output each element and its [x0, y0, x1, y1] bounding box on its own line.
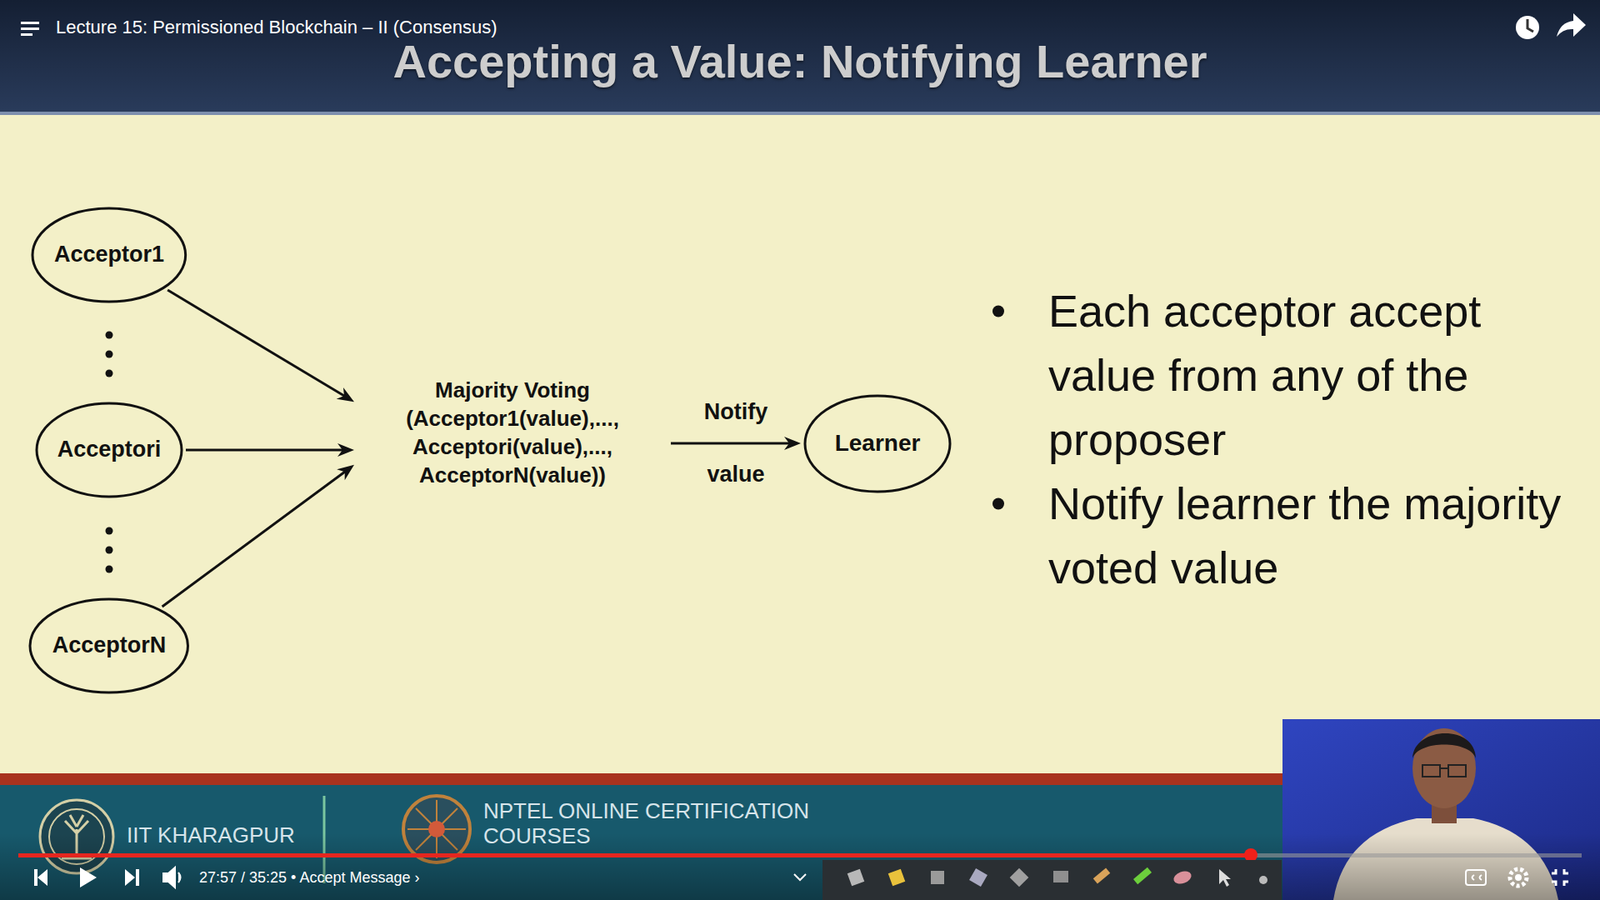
ellipse-outline: [32, 208, 186, 302]
tool-icon: [1219, 869, 1231, 887]
next-icon: [125, 869, 140, 886]
connector-arrow: [185, 443, 355, 457]
ellipsis-dot: [105, 527, 114, 535]
clock-icon: [1515, 15, 1540, 40]
playback-time: 27:57 / 35:25 • Accept Message ›: [199, 868, 420, 887]
tool-icon: [1133, 867, 1152, 885]
ellipsis-dot: [105, 546, 114, 555]
ellipse-outline: [36, 403, 182, 497]
logo-text: IIT KHARAGPUR: [126, 820, 295, 850]
captions-icon: [1465, 870, 1486, 885]
node-text: Acceptor1: [54, 240, 165, 270]
settings-icon: [1515, 874, 1522, 881]
connector-arrow: [167, 290, 355, 402]
ellipse-node: AcceptorN: [28, 597, 190, 695]
menu-icon: [20, 27, 40, 30]
slide-ground: [0, 115, 1600, 774]
previous-icon: [34, 869, 48, 886]
tool-icon: [888, 869, 906, 887]
tool-icon: [930, 870, 945, 885]
bullet-text: Each acceptor accept value from any of t…: [1048, 279, 1565, 472]
ellipse-node: Acceptor1: [30, 206, 188, 304]
presenter-head: [1412, 728, 1476, 809]
ellipse-node: Acceptori: [35, 401, 184, 499]
connector-line: [670, 442, 791, 445]
bullet-dots: [992, 305, 1005, 510]
node-text: AcceptorN: [52, 630, 167, 660]
progress-handle: [1244, 848, 1258, 862]
tool-icon: [1093, 868, 1110, 885]
progress-track: [18, 853, 1582, 858]
node-text: Acceptori: [57, 435, 162, 465]
tool-icon: [1259, 875, 1268, 885]
title-bar-rule: [0, 111, 1600, 115]
ellipse-outline: [30, 599, 188, 693]
bullet-dot: [992, 305, 1005, 318]
tool-icon: [1010, 868, 1030, 888]
menu-icon: [20, 21, 40, 25]
annotation-toolbar: [822, 860, 1282, 900]
ellipse-outline: [805, 395, 950, 492]
ellipsis-dot: [105, 350, 114, 359]
tool-icon: [969, 868, 988, 887]
slide-title: Accepting a Value: Notifying Learner: [0, 32, 1600, 91]
ellipse-node: Learner: [803, 394, 952, 494]
ellipsis-dot: [105, 370, 114, 378]
arrow-head: [784, 436, 801, 450]
fullscreen-exit-icon: [1551, 869, 1569, 886]
play-icon: [80, 867, 97, 888]
node-text: Majority Voting (Acceptor1(value),..., A…: [362, 376, 663, 490]
connector-line: [185, 449, 345, 452]
connector-arrow: [670, 436, 801, 450]
connector-line: [162, 470, 347, 607]
bullet-text: Notify learner the majority voted value: [1048, 471, 1565, 600]
video-title: Lecture 15: Permissioned Blockchain – II…: [55, 16, 497, 39]
tool-icon: [847, 869, 865, 887]
title-bar: [0, 0, 1600, 115]
presenter-glasses: [1422, 765, 1466, 777]
volume-icon: [163, 867, 181, 888]
presenter-hair: [1412, 733, 1476, 759]
bullet-dot: [992, 498, 1005, 510]
menu-icon: [20, 33, 33, 36]
arrow-head: [337, 443, 355, 457]
tool-icon: [1053, 870, 1069, 883]
arrow-head: [336, 465, 355, 480]
edge-label: Notify value: [694, 380, 778, 506]
clock-hands: [1527, 19, 1534, 32]
captions-icon: [1472, 875, 1483, 880]
connector-line: [167, 290, 346, 397]
chevron-icon: [794, 874, 806, 880]
ellipsis-dot: [105, 331, 114, 340]
text-node: Majority Voting (Acceptor1(value),..., A…: [362, 376, 663, 490]
tool-icon: [1171, 869, 1193, 887]
logo-text: NPTEL ONLINE CERTIFICATION COURSES: [483, 798, 834, 849]
node-text: Learner: [835, 428, 921, 459]
settings-icon: [1510, 869, 1527, 886]
progress-played: [18, 853, 1251, 858]
share-icon: [1556, 13, 1586, 37]
arrow-head: [336, 387, 355, 402]
connector-arrow: [162, 465, 355, 607]
ellipsis-dot: [105, 565, 114, 574]
